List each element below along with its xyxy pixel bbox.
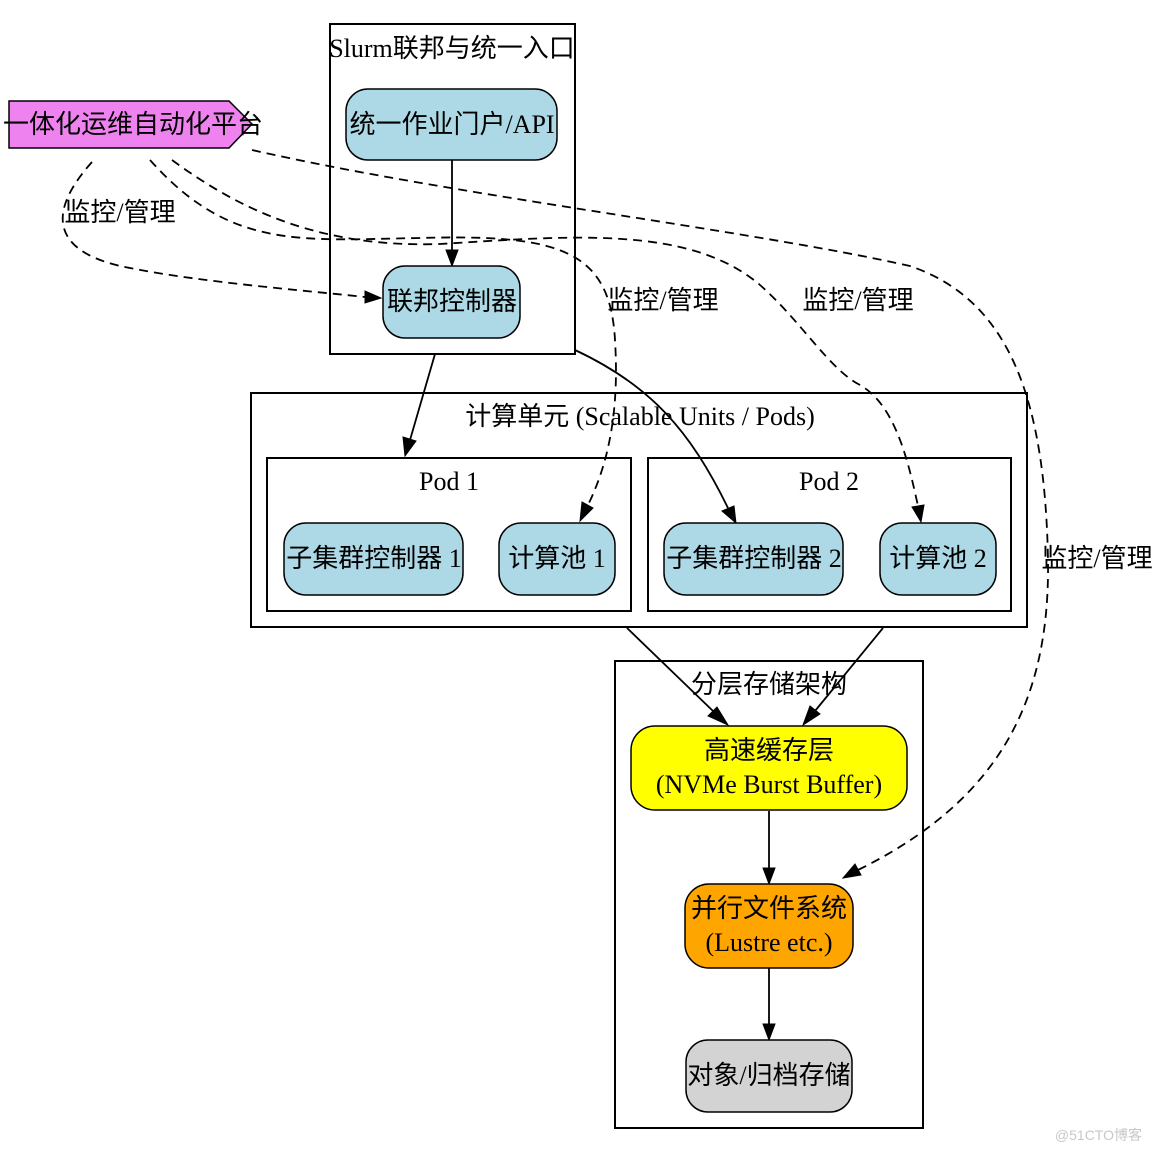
- node-portal-shape: [345, 88, 558, 161]
- edge-portal-to-federation: [445, 160, 459, 268]
- node-archive-shape: [685, 1039, 853, 1113]
- node-ops-platform-shape: [8, 100, 254, 149]
- cluster-slurm-title: Slurm联邦与统一入口: [329, 34, 575, 63]
- watermark: @51CTO博客: [1054, 1127, 1142, 1143]
- node-federation-controller-shape: [382, 265, 521, 339]
- node-parallel-fs-label-line-2: (Lustre etc.): [705, 928, 832, 957]
- node-portal-label: 统一作业门户/API: [349, 110, 554, 139]
- node-burst-buffer-label-line-2: (NVMe Burst Buffer): [656, 770, 882, 799]
- node-ops-platform-label: 一体化运维自动化平台: [3, 110, 263, 139]
- cluster-pod1: Pod 1: [266, 457, 632, 612]
- node-sub-controller-2: 子集群控制器 2: [663, 522, 844, 596]
- edge-parallel-fs-to-archive: [762, 968, 776, 1042]
- node-compute-pool-1-label: 计算池 1: [508, 544, 606, 573]
- cluster-pod2-title: Pod 2: [799, 467, 859, 496]
- node-compute-pool-2: 计算池 2: [879, 522, 997, 596]
- edge-ops-to-parallel-fs: 监控/管理: [251, 149, 1152, 879]
- node-burst-buffer-shape: [630, 725, 908, 811]
- node-portal: 统一作业门户/API: [345, 88, 558, 161]
- cluster-compute-title: 计算单元 (Scalable Units / Pods): [465, 402, 815, 431]
- edge-label-ops-to-pool1: 监控/管理: [607, 286, 718, 315]
- edge-compute-to-burst-buffer-1: [626, 627, 730, 727]
- node-sub-controller-1-shape: [283, 522, 464, 596]
- node-compute-pool-1-shape: [498, 522, 616, 596]
- node-archive: 对象/归档存储: [685, 1039, 853, 1113]
- node-parallel-fs-shape: [684, 883, 854, 969]
- node-sub-controller-1: 子集群控制器 1: [283, 522, 464, 596]
- node-burst-buffer: 高速缓存层 (NVMe Burst Buffer): [630, 725, 908, 811]
- edge-label-ops-to-federation: 监控/管理: [64, 198, 175, 227]
- edge-slurm-to-pod1: [402, 353, 436, 458]
- node-sub-controller-1-label: 子集群控制器 1: [286, 544, 462, 573]
- edge-slurm-to-pod2: [574, 349, 737, 525]
- node-federation-controller: 联邦控制器: [382, 265, 521, 339]
- node-parallel-fs: 并行文件系统 (Lustre etc.): [684, 883, 854, 969]
- edge-ops-to-pool1: 监控/管理: [149, 159, 719, 523]
- node-parallel-fs-label-line-1: 并行文件系统: [691, 894, 847, 923]
- node-compute-pool-1: 计算池 1: [498, 522, 616, 596]
- node-ops-platform: 一体化运维自动化平台: [3, 100, 263, 149]
- node-compute-pool-2-shape: [879, 522, 997, 596]
- cluster-compute: 计算单元 (Scalable Units / Pods): [250, 392, 1028, 628]
- node-burst-buffer-label-line-1: 高速缓存层: [704, 736, 834, 765]
- cluster-storage-title: 分层存储架构: [691, 670, 847, 699]
- cluster-slurm: Slurm联邦与统一入口: [329, 23, 576, 355]
- node-sub-controller-2-shape: [663, 522, 844, 596]
- node-compute-pool-2-label: 计算池 2: [889, 544, 987, 573]
- node-sub-controller-2-label: 子集群控制器 2: [666, 544, 842, 573]
- edge-ops-to-federation: 监控/管理: [61, 161, 383, 304]
- node-federation-controller-label: 联邦控制器: [387, 287, 517, 316]
- node-archive-label: 对象/归档存储: [687, 1061, 850, 1090]
- edge-burst-buffer-to-parallel-fs: [762, 811, 776, 886]
- edge-ops-to-pool2: 监控/管理: [171, 159, 925, 524]
- edge-compute-to-burst-buffer-2: [802, 627, 884, 727]
- cluster-storage: 分层存储架构: [614, 660, 924, 1129]
- cluster-pod2: Pod 2: [647, 457, 1012, 612]
- edge-label-ops-to-pool2: 监控/管理: [802, 286, 913, 315]
- cluster-pod1-title: Pod 1: [419, 467, 479, 496]
- edge-label-ops-to-parallel-fs: 监控/管理: [1041, 544, 1152, 573]
